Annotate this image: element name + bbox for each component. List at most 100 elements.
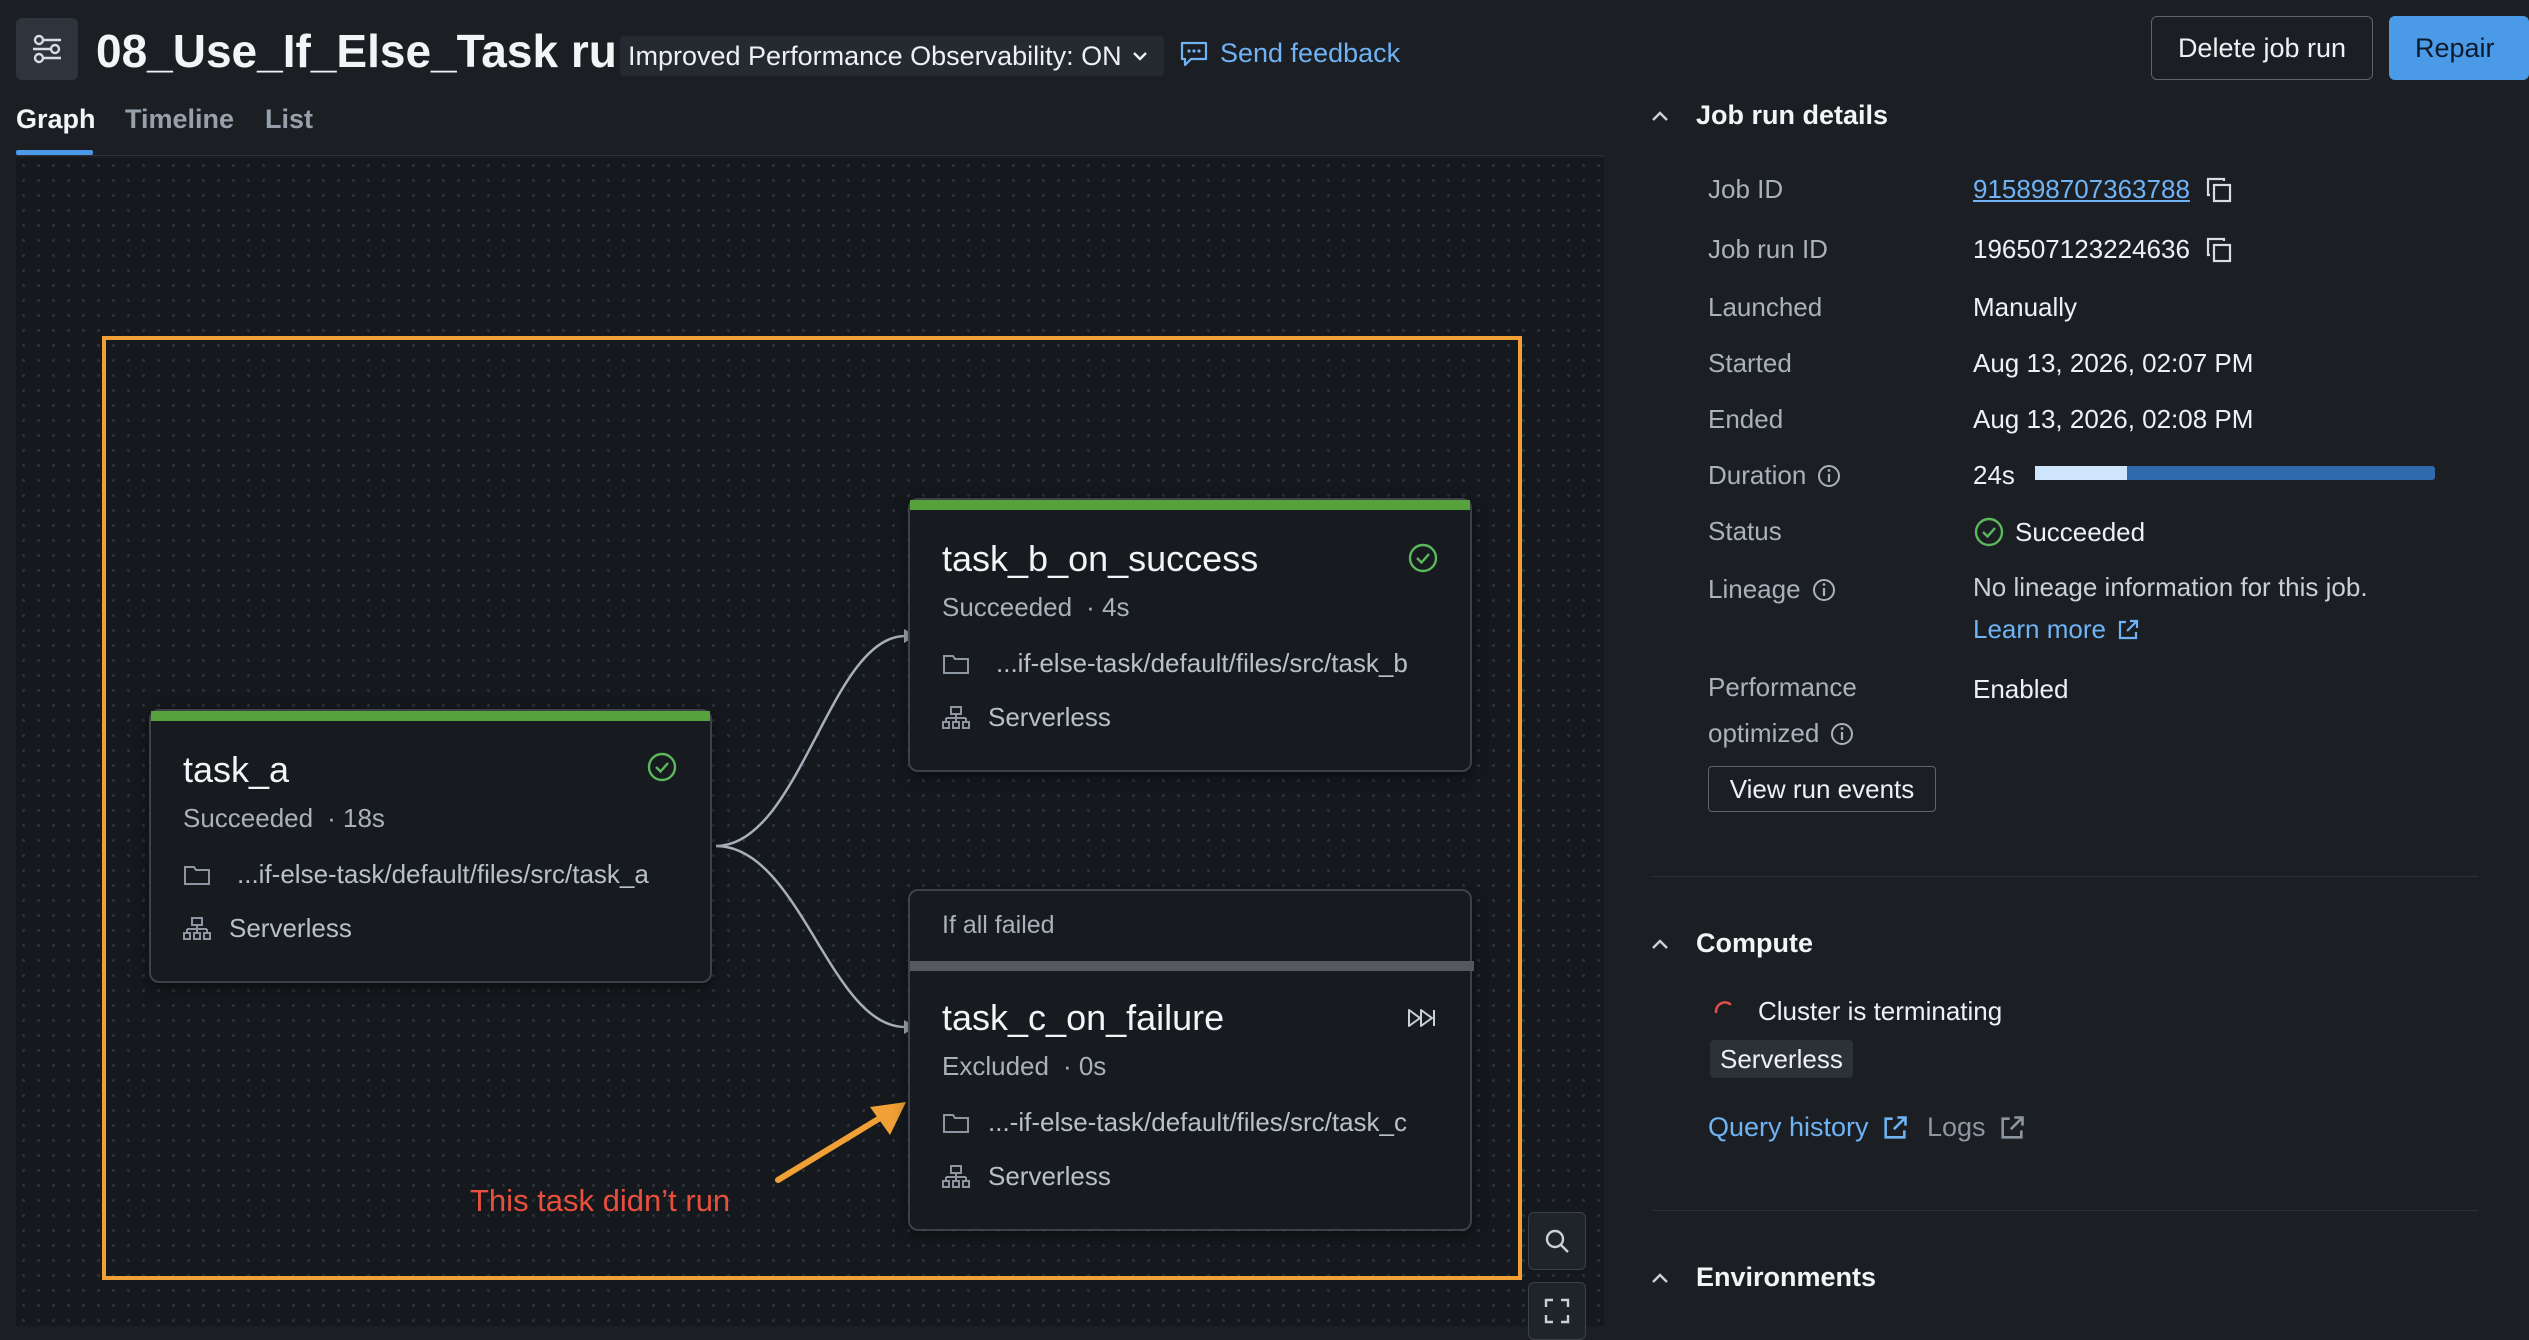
task-path: ...if-else-task/default/files/src/task_b	[996, 648, 1408, 678]
job-id-label: Job ID	[1708, 174, 1784, 204]
task-compute: Serverless	[988, 1161, 1111, 1191]
info-icon[interactable]	[1816, 463, 1842, 489]
search-icon	[1545, 1229, 1569, 1253]
query-history-link[interactable]: Query history	[1708, 1112, 1909, 1143]
status-bar	[910, 500, 1470, 510]
annotation-arrow	[775, 1109, 893, 1183]
compute-toggle[interactable]: Compute	[1650, 928, 1813, 959]
launched-value: Manually	[1973, 292, 2078, 322]
info-icon[interactable]	[1829, 721, 1855, 747]
job-id-row: 915898707363788	[1973, 174, 2234, 205]
success-check-icon	[647, 752, 677, 782]
query-history-label: Query history	[1708, 1112, 1869, 1142]
job-id-link[interactable]: 915898707363788	[1973, 174, 2190, 204]
compute-heading: Compute	[1696, 928, 1813, 958]
page-title: 08_Use_If_Else_Task run	[96, 25, 645, 77]
status-value: Succeeded	[2015, 516, 2146, 547]
compute-icon	[942, 1164, 970, 1188]
compute-icon	[183, 916, 211, 940]
fit-view-button[interactable]	[1528, 1282, 1586, 1340]
section-divider	[1652, 1210, 2478, 1211]
tab-timeline[interactable]: Timeline	[125, 104, 235, 134]
tabs-divider	[16, 155, 1604, 156]
job-run-details-toggle[interactable]: Job run details	[1650, 100, 1888, 131]
skipped-icon	[1408, 1009, 1435, 1027]
task-compute: Serverless	[988, 702, 1111, 732]
view-run-events-button[interactable]: View run events	[1708, 766, 1936, 812]
chevron-up-icon	[1652, 110, 1668, 121]
task-compute: Serverless	[229, 913, 352, 943]
repair-run-button[interactable]: Repair	[2389, 16, 2529, 80]
external-link-icon	[2000, 1115, 2024, 1139]
chevron-up-icon	[1652, 938, 1668, 949]
learn-more-link[interactable]: Learn more	[1973, 614, 2140, 645]
chevron-down-icon	[1132, 52, 1147, 61]
environments-heading: Environments	[1696, 1262, 1877, 1292]
dependency-edges	[715, 629, 916, 1183]
environments-toggle[interactable]: Environments	[1650, 1262, 1876, 1293]
task-status: Succeeded	[942, 592, 1073, 622]
copy-icon[interactable]	[2204, 235, 2234, 265]
lineage-label-row: Lineage	[1708, 574, 1837, 605]
job-runs-icon[interactable]	[16, 18, 78, 80]
send-feedback-link[interactable]: Send feedback	[1178, 38, 1400, 69]
performance-optimized-value: Enabled	[1973, 674, 2069, 704]
cluster-status: Cluster is terminating	[1758, 996, 2003, 1026]
chevron-up-icon	[1652, 1272, 1668, 1283]
run-condition: If all failed	[942, 911, 1055, 939]
task-node-task-a[interactable]: task_a Succeeded · 18s ...if-else-task/d…	[149, 709, 712, 983]
success-check-icon	[1408, 543, 1438, 573]
task-duration: · 4s	[1086, 592, 1130, 622]
task-node-task-c[interactable]: If all failed task_c_on_failure Excluded…	[908, 889, 1474, 1231]
job-run-id-row: 196507123224636	[1973, 234, 2234, 265]
job-run-details-heading: Job run details	[1696, 100, 1889, 130]
cluster-status-row: Cluster is terminating	[1712, 996, 2002, 1027]
task-status: Excluded	[942, 1051, 1049, 1081]
task-status: Succeeded	[183, 803, 314, 833]
task-duration: · 18s	[327, 803, 385, 833]
lineage-text: No lineage information for this job.	[1973, 572, 2368, 602]
task-path: ...if-else-task/default/files/src/task_a	[237, 859, 649, 889]
duration-label: Duration	[1708, 460, 1807, 490]
folder-icon	[943, 654, 969, 674]
task-name: task_b_on_success	[942, 538, 1259, 579]
excluded-status-bar	[910, 961, 1474, 971]
duration-bar-fill	[2035, 466, 2127, 480]
zoom-button[interactable]	[1528, 1212, 1586, 1270]
learn-more-label: Learn more	[1973, 614, 2106, 644]
logs-link[interactable]: Logs	[1927, 1112, 2026, 1143]
started-value: Aug 13, 2026, 02:07 PM	[1973, 348, 2254, 378]
optimized-label: optimized	[1708, 718, 1820, 748]
copy-icon[interactable]	[2204, 175, 2234, 205]
chat-bubble-icon	[1180, 41, 1208, 66]
lineage-label: Lineage	[1708, 574, 1801, 604]
job-run-id-label: Job run ID	[1708, 234, 1828, 264]
info-icon[interactable]	[1811, 577, 1837, 603]
expand-icon	[1544, 1298, 1570, 1324]
tab-list[interactable]: List	[265, 104, 314, 134]
loading-spinner-icon	[1714, 1000, 1732, 1013]
folder-icon	[184, 865, 210, 885]
task-node-task-b[interactable]: task_b_on_success Succeeded · 4s ...if-e…	[908, 498, 1472, 772]
tab-graph[interactable]: Graph	[16, 104, 96, 134]
task-name: task_a	[183, 749, 290, 790]
duration-label-row: Duration	[1708, 460, 1842, 491]
logs-label: Logs	[1927, 1112, 1986, 1142]
task-name: task_c_on_failure	[942, 997, 1225, 1038]
annotation-text: This task didn’t run	[470, 1183, 731, 1218]
performance-label: Performance	[1708, 672, 1857, 702]
send-feedback-label: Send feedback	[1220, 38, 1401, 68]
highlight-box	[102, 336, 1522, 1280]
performance-observability-label: Improved Performance Observability: ON	[628, 40, 1122, 71]
performance-observability-dropdown[interactable]: Improved Performance Observability: ON	[620, 36, 1164, 76]
optimized-label-row: optimized	[1708, 718, 1855, 749]
success-check-icon	[1974, 517, 2004, 547]
compute-icon	[942, 705, 970, 729]
status-label: Status	[1708, 516, 1782, 546]
serverless-chip: Serverless	[1710, 1040, 1853, 1078]
external-link-icon	[1883, 1115, 1907, 1139]
status-bar	[151, 711, 710, 721]
delete-job-run-button[interactable]: Delete job run	[2151, 16, 2373, 80]
external-link-icon	[2118, 619, 2139, 639]
duration-value: 24s	[1973, 460, 2015, 490]
